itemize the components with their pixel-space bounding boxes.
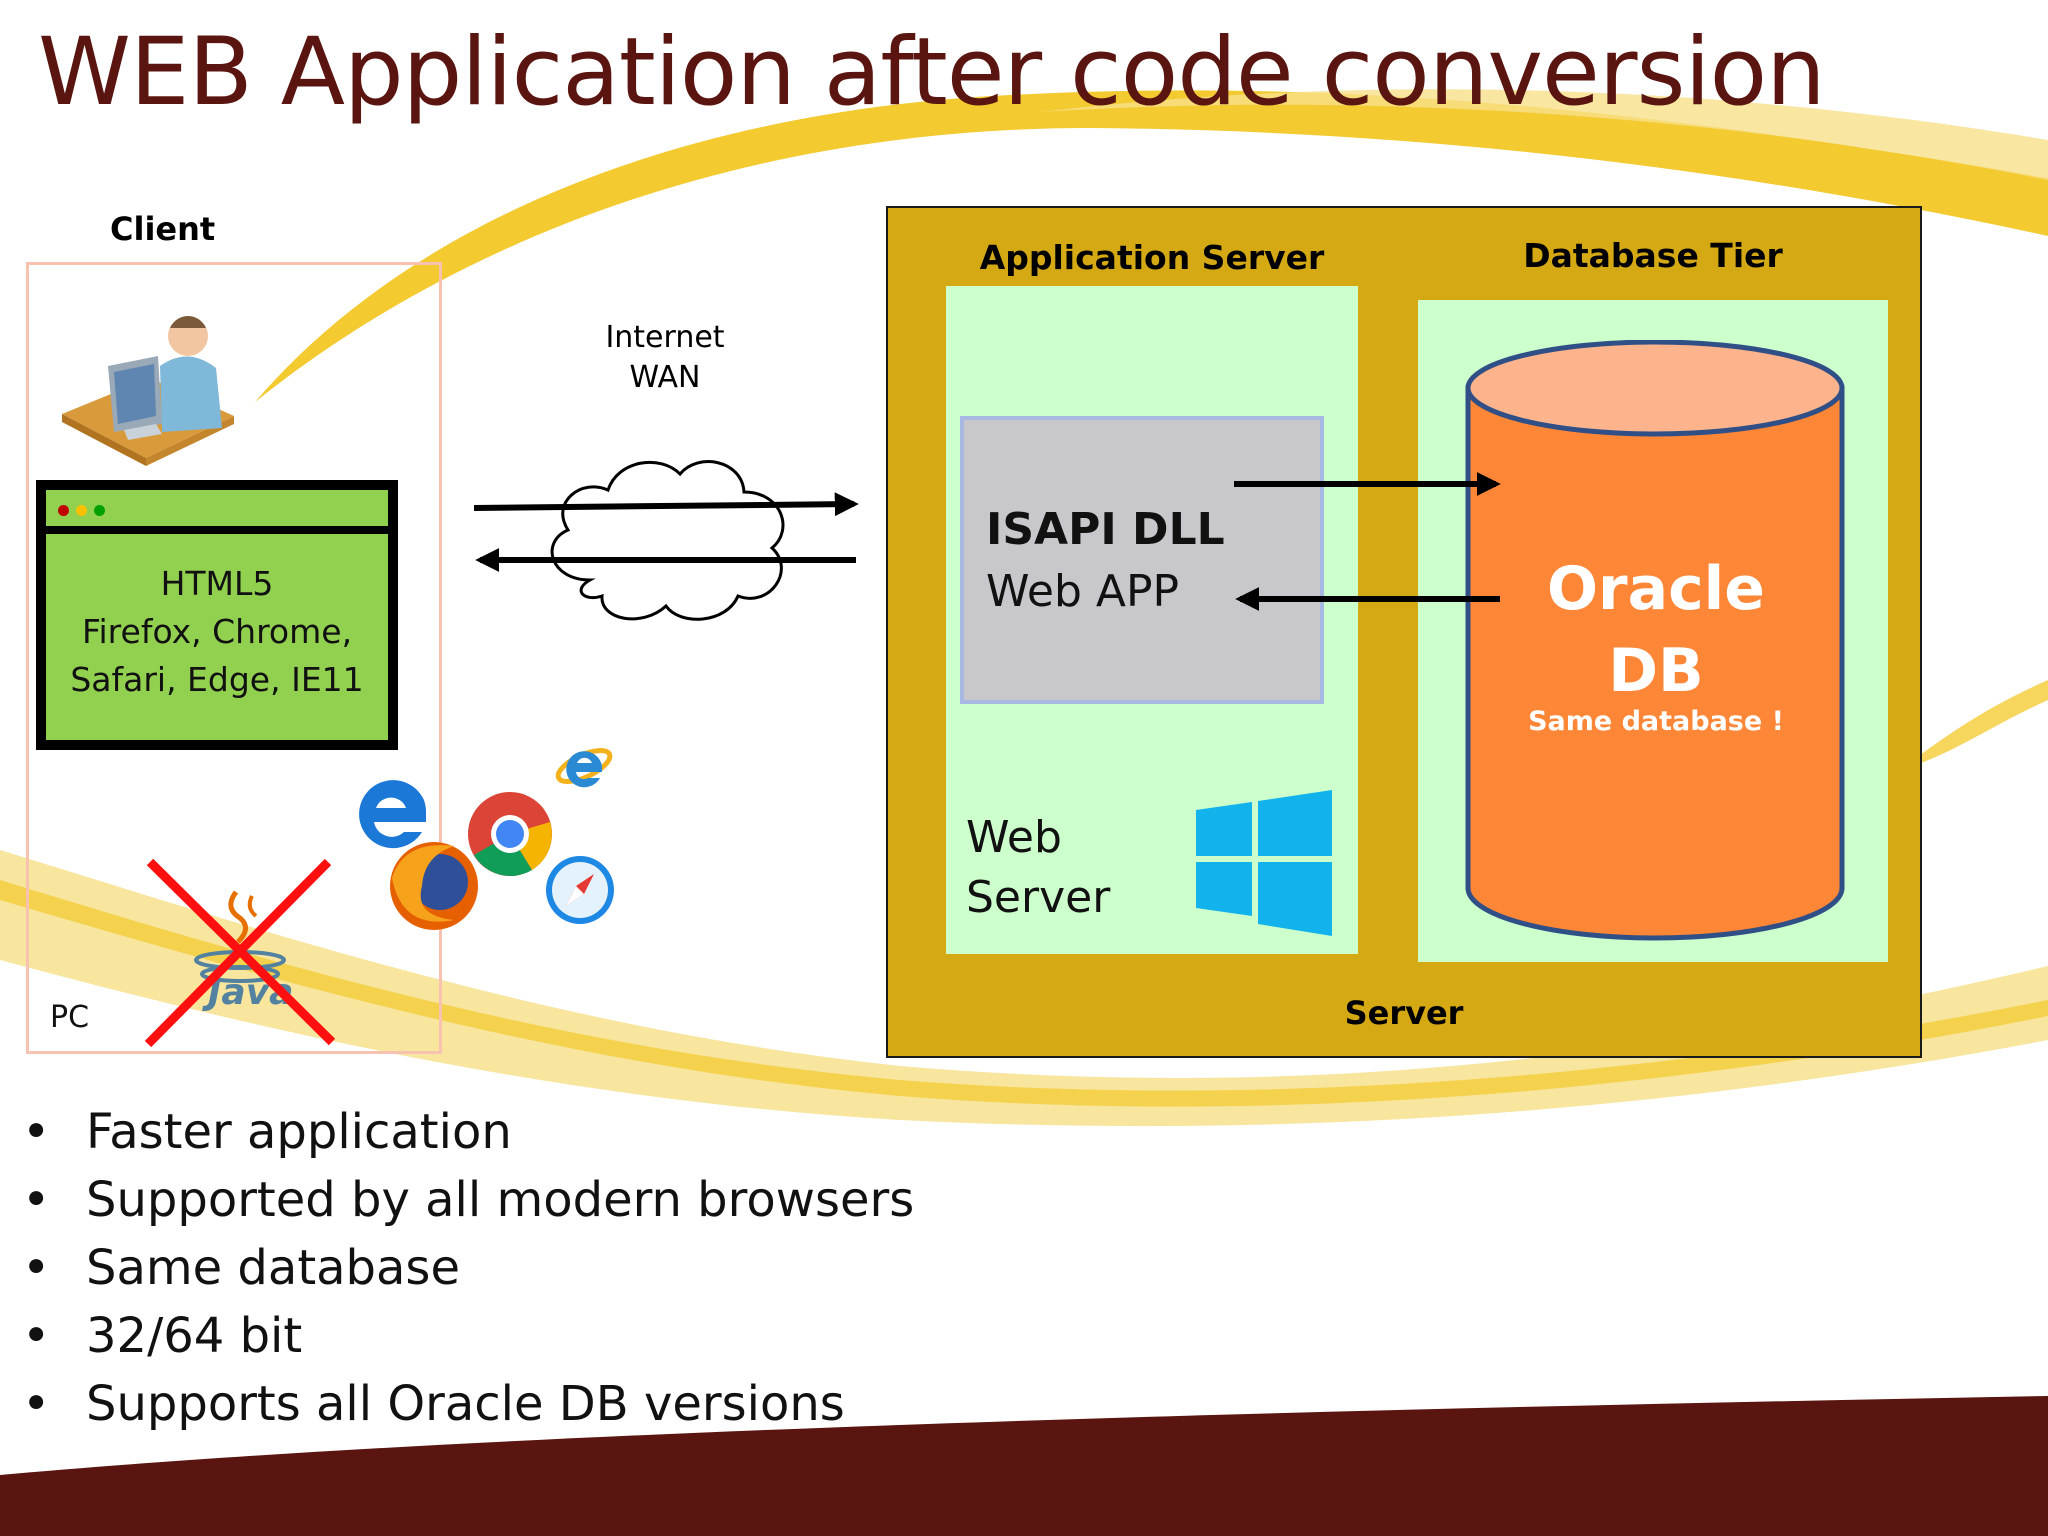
pc-label: PC bbox=[50, 1000, 90, 1035]
firefox-icon bbox=[390, 842, 478, 930]
client-pc-frame bbox=[26, 262, 442, 1054]
database-tier-label: Database Tier bbox=[1523, 236, 1783, 275]
window-minimize-dot bbox=[76, 505, 87, 516]
oracle-db-line: DB bbox=[1608, 636, 1704, 706]
browser-logos bbox=[359, 780, 614, 930]
feature-list: Faster application Supported by all mode… bbox=[22, 1098, 914, 1438]
browser-line: HTML5 bbox=[160, 564, 274, 603]
list-item: Faster application bbox=[22, 1098, 914, 1166]
network-arrows bbox=[473, 492, 859, 572]
list-item: 32/64 bit bbox=[22, 1302, 914, 1370]
browser-line: Safari, Edge, IE11 bbox=[70, 660, 364, 699]
footer-band bbox=[0, 1396, 2048, 1536]
browser-description: HTML5 Firefox, Chrome, Safari, Edge, IE1… bbox=[46, 560, 388, 704]
red-cross-icon bbox=[144, 858, 336, 1048]
isapi-dll-box: ISAPI DLL Web APP bbox=[960, 416, 1324, 704]
user-at-computer-icon bbox=[62, 316, 234, 466]
network-label: Internet WAN bbox=[560, 318, 770, 398]
isapi-title: ISAPI DLL bbox=[986, 504, 1225, 555]
list-item: Supported by all modern browsers bbox=[22, 1166, 914, 1234]
client-label: Client bbox=[110, 210, 216, 248]
web-server-line: Server bbox=[966, 872, 1111, 923]
page-title: WEB Application after code conversion bbox=[38, 18, 1826, 127]
window-close-dot bbox=[58, 505, 69, 516]
network-line: Internet bbox=[605, 320, 725, 355]
browser-line: Firefox, Chrome, bbox=[81, 612, 353, 651]
oracle-db-label: Oracle DB bbox=[1466, 548, 1846, 712]
list-item: Supports all Oracle DB versions bbox=[22, 1370, 914, 1438]
application-server-label: Application Server bbox=[979, 238, 1325, 277]
network-line: WAN bbox=[629, 360, 701, 395]
window-maximize-dot bbox=[94, 505, 105, 516]
isapi-subtitle: Web APP bbox=[986, 566, 1180, 617]
request-arrow bbox=[473, 492, 859, 517]
internet-explorer-icon bbox=[555, 748, 613, 788]
web-server-line: Web bbox=[966, 812, 1062, 863]
browser-window: HTML5 Firefox, Chrome, Safari, Edge, IE1… bbox=[36, 480, 398, 750]
same-database-note: Same database ! bbox=[1528, 706, 1784, 737]
web-server-label: Web Server bbox=[966, 808, 1110, 928]
db-arrows bbox=[1234, 472, 1501, 611]
server-label: Server bbox=[1344, 994, 1464, 1032]
edge-icon bbox=[359, 780, 426, 849]
windows-logo-icon bbox=[1196, 790, 1332, 936]
cloud-icon bbox=[550, 460, 785, 621]
oracle-db-line: Oracle bbox=[1547, 554, 1765, 624]
browser-title-bar bbox=[46, 490, 388, 534]
list-item: Same database bbox=[22, 1234, 914, 1302]
safari-icon bbox=[546, 856, 614, 924]
chrome-icon bbox=[468, 792, 552, 876]
oracle-db-cylinder bbox=[1465, 340, 1845, 941]
